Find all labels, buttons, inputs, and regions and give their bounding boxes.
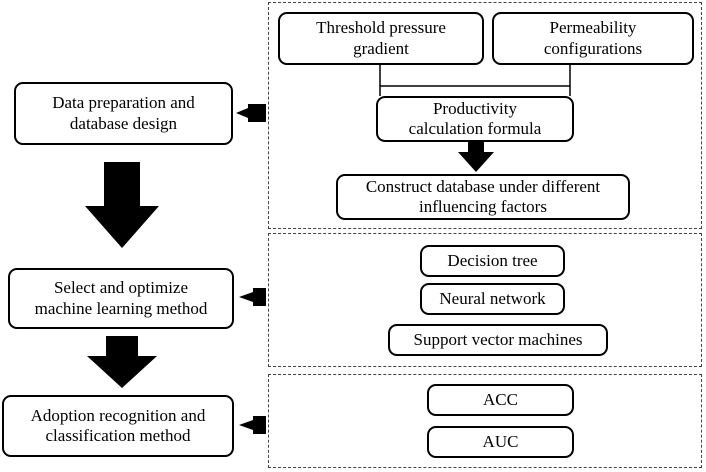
construct-line1: Construct database under different: [365, 176, 601, 196]
acc-box: ACC: [427, 384, 574, 416]
support-vector-machines-label: Support vector machines: [413, 329, 583, 349]
step-data-preparation-line2: database design: [69, 113, 178, 133]
arrow-panel3-to-step3: [239, 416, 266, 434]
step-adoption-recognition-line2: classification method: [45, 426, 191, 445]
decision-tree-label: Decision tree: [447, 250, 538, 270]
arrow-down-step1-to-step2: [85, 162, 159, 248]
arrow-down-step2-to-step3: [87, 336, 157, 388]
arrow-productivity-to-construct: [458, 142, 494, 172]
panel-evaluation: [268, 374, 702, 468]
permeability-line1: Permeability: [549, 18, 637, 38]
construct-line2: influencing factors: [419, 197, 547, 216]
arrow-panel2-to-step2: [239, 288, 266, 306]
threshold-line2: gradient: [353, 38, 409, 58]
step-data-preparation-line1: Data preparation and: [52, 93, 195, 113]
arrow-panel1-to-step1: [236, 104, 266, 122]
acc-label: ACC: [483, 389, 518, 409]
auc-box: AUC: [427, 426, 574, 458]
panel-database: [268, 2, 702, 229]
productivity-line2: calculation formula: [408, 119, 542, 138]
neural-network-box: Neural network: [420, 283, 565, 315]
step-select-ml-line1: Select and optimize: [53, 278, 189, 298]
neural-network-label: Neural network: [439, 288, 546, 308]
threshold-line1: Threshold pressure: [316, 18, 446, 38]
auc-label: AUC: [482, 431, 519, 451]
step-adoption-recognition-line1: Adoption recognition and: [30, 405, 206, 425]
support-vector-machines-box: Support vector machines: [388, 324, 608, 356]
productivity-line1: Productivity: [432, 98, 518, 118]
decision-tree-box: Decision tree: [420, 245, 565, 277]
panel-ml-methods: [268, 233, 702, 367]
step-select-ml-line2: machine learning method: [34, 298, 208, 318]
permeability-line2: configurations: [543, 38, 643, 58]
